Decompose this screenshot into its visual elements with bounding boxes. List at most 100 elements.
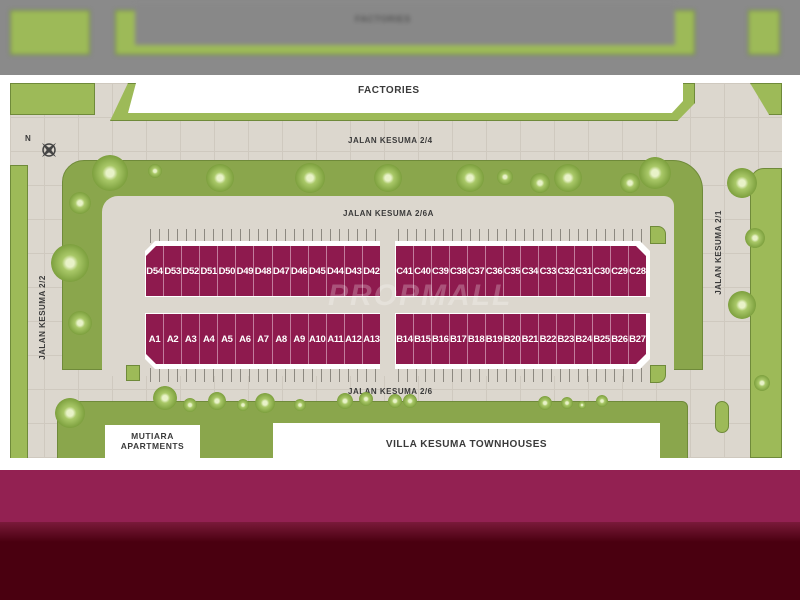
tree-icon [497,169,513,185]
lot-d51[interactable]: D51 [200,246,219,296]
tree-icon [530,173,550,193]
lot-a12[interactable]: A12 [345,314,363,364]
tree-icon [183,398,197,412]
lot-b21[interactable]: B21 [521,314,539,364]
lot-c34[interactable]: C34 [521,246,539,296]
lot-c35[interactable]: C35 [504,246,522,296]
tree-icon [55,398,85,428]
lot-c28[interactable]: C28 [629,265,646,277]
footer-band [0,470,800,528]
tree-icon [69,192,91,214]
green-area [10,83,95,115]
lot-a13[interactable]: A13 [363,333,380,345]
villa-kesuma-block: VILLA KESUMA TOWNHOUSES [273,423,660,458]
lot-b19[interactable]: B19 [486,314,504,364]
lot-c36[interactable]: C36 [486,246,504,296]
lot-b15[interactable]: B15 [414,314,432,364]
green-strip-right [750,168,782,458]
tree-icon [374,164,402,192]
road-label-2-4: JALAN KESUMA 2/4 [348,136,433,145]
lot-c41[interactable]: C41 [396,246,414,296]
lot-d46[interactable]: D46 [291,246,309,296]
lot-a1[interactable]: A1 [146,314,164,364]
lot-b24[interactable]: B24 [575,314,593,364]
parking-row [150,229,382,243]
road-label-2-2: JALAN KESUMA 2/2 [37,275,47,360]
mutiara-label-line1: MUTIARA [131,431,174,441]
factories-block [128,83,683,113]
lot-b17[interactable]: B17 [450,314,468,364]
lot-d45[interactable]: D45 [309,246,327,296]
road-label-2-6a: JALAN KESUMA 2/6A [343,209,434,218]
blurred-map-preview: FACTORIES [0,0,800,75]
lot-d53[interactable]: D53 [164,246,183,296]
green-strip-left [10,165,28,458]
lot-b22[interactable]: B22 [539,314,557,364]
compass-north-label: N [25,134,32,143]
lot-c37[interactable]: C37 [468,246,486,296]
lot-c33[interactable]: C33 [539,246,557,296]
green-area [750,83,782,115]
lot-b23[interactable]: B23 [557,314,575,364]
lot-d42[interactable]: D42 [363,265,380,277]
lot-d44[interactable]: D44 [327,246,345,296]
lot-b27[interactable]: B27 [629,333,646,345]
tree-icon [295,163,325,193]
lot-b20[interactable]: B20 [504,314,522,364]
tree-icon [68,311,92,335]
watermark: PROPMALL [328,279,513,312]
factories-label: FACTORIES [358,85,420,96]
footer-gradient [0,522,800,542]
tree-icon [206,164,234,192]
lot-a11[interactable]: A11 [327,314,345,364]
parking-row [398,368,650,382]
lot-d48[interactable]: D48 [254,246,273,296]
lot-d47[interactable]: D47 [273,246,291,296]
lot-a8[interactable]: A8 [273,314,291,364]
parking-row [398,229,650,243]
lot-a3[interactable]: A3 [182,314,200,364]
lot-a7[interactable]: A7 [254,314,272,364]
tree-icon [92,155,128,191]
tree-icon [561,397,573,409]
lot-c29[interactable]: C29 [611,246,629,296]
tree-icon [51,244,89,282]
lot-a6[interactable]: A6 [236,314,254,364]
tree-icon [554,164,582,192]
lot-d49[interactable]: D49 [236,246,255,296]
lot-b18[interactable]: B18 [468,314,486,364]
lot-c31[interactable]: C31 [575,246,593,296]
tree-icon [639,157,671,189]
lot-b14[interactable]: B14 [396,314,414,364]
lot-b25[interactable]: B25 [593,314,611,364]
tree-icon [403,394,417,408]
parking-row [150,368,382,382]
green-median [715,401,729,433]
site-plan-map[interactable]: FACTORIES JALAN KESUMA 2/4 N JALAN KESUM… [10,83,782,458]
north-compass-icon: N [25,134,61,162]
tree-icon [237,399,249,411]
lot-b16[interactable]: B16 [432,314,450,364]
tree-icon [208,392,226,410]
lot-d43[interactable]: D43 [345,246,363,296]
lot-d54[interactable]: D54 [146,246,165,296]
lot-c40[interactable]: C40 [414,246,432,296]
lot-d50[interactable]: D50 [218,246,237,296]
lot-a2[interactable]: A2 [164,314,182,364]
lot-b26[interactable]: B26 [611,314,629,364]
lot-d52[interactable]: D52 [182,246,201,296]
lot-c30[interactable]: C30 [593,246,611,296]
tree-icon [754,375,770,391]
lot-a9[interactable]: A9 [291,314,309,364]
tree-icon [337,393,353,409]
mutiara-label-line2: APARTMENTS [120,441,185,451]
lot-c32[interactable]: C32 [557,246,575,296]
lot-a4[interactable]: A4 [200,314,218,364]
lot-a5[interactable]: A5 [218,314,236,364]
lot-c39[interactable]: C39 [432,246,450,296]
lot-c38[interactable]: C38 [450,246,468,296]
lot-a10[interactable]: A10 [309,314,327,364]
